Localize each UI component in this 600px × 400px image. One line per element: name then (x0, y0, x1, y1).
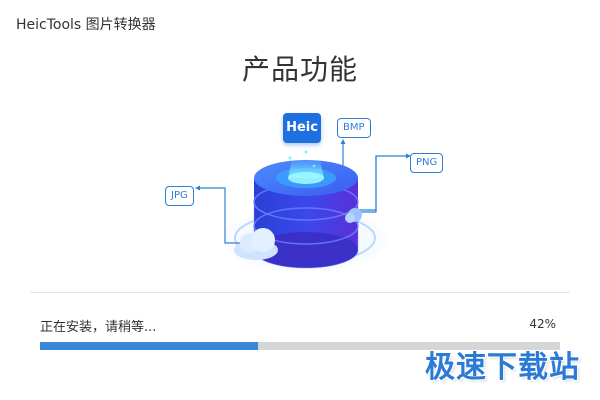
progress-percent: 42% (529, 317, 556, 331)
format-tag-jpg: JPG (165, 186, 194, 206)
install-status-text: 正在安装，请稍等... (40, 320, 157, 335)
conversion-illustration (195, 139, 411, 272)
divider (30, 292, 570, 293)
progress-bar (40, 342, 560, 350)
cloud-icon (234, 228, 278, 260)
page-title: 产品功能 (241, 53, 358, 86)
progress-bar-fill (40, 342, 259, 350)
watermark-logo: 极速下载站 (425, 350, 580, 385)
connector-png (355, 155, 408, 211)
format-tag-bmp: BMP (337, 118, 371, 138)
format-tag-png: PNG (410, 153, 444, 173)
cloud-icon-small (345, 208, 362, 223)
heic-badge: Heic (283, 113, 321, 143)
window-title: HeicTools 图片转换器 (16, 17, 156, 33)
